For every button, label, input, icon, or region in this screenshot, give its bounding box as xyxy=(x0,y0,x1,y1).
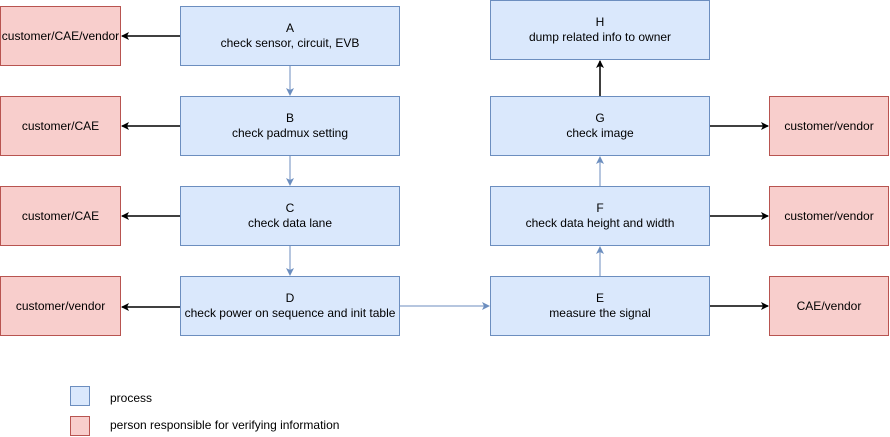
process-node-c: C check data lane xyxy=(180,186,400,246)
responsible-node-e-label: CAE/vendor xyxy=(796,298,862,313)
process-node-f-text: check data height and width xyxy=(525,216,675,230)
process-node-b: B check padmux setting xyxy=(180,96,400,156)
process-node-b-letter: B xyxy=(285,111,294,125)
responsible-node-e: CAE/vendor xyxy=(769,276,889,336)
process-node-c-text: check data lane xyxy=(247,216,333,230)
responsible-node-d: customer/vendor xyxy=(0,276,121,336)
process-node-b-text: check padmux setting xyxy=(231,126,349,140)
legend-person-label: person responsible for verifying informa… xyxy=(110,418,340,432)
responsible-node-c: customer/CAE xyxy=(0,186,121,246)
process-node-f: F check data height and width xyxy=(490,186,710,246)
responsible-node-g-label: customer/vendor xyxy=(784,118,874,133)
responsible-node-b: customer/CAE xyxy=(0,96,121,156)
process-node-d: D check power on sequence and init table xyxy=(180,276,400,336)
responsible-node-c-label: customer/CAE xyxy=(21,208,100,223)
responsible-node-g: customer/vendor xyxy=(769,96,889,156)
process-node-a-text: check sensor, circuit, EVB xyxy=(220,36,360,50)
responsible-node-b-label: customer/CAE xyxy=(21,118,100,133)
process-node-c-letter: C xyxy=(285,201,295,215)
process-node-g: G check image xyxy=(490,96,710,156)
process-node-e-letter: E xyxy=(595,291,604,305)
process-node-a: A check sensor, circuit, EVB xyxy=(180,6,400,66)
process-node-h-letter: H xyxy=(595,15,605,29)
responsible-node-d-label: customer/vendor xyxy=(15,298,106,313)
responsible-node-f-label: customer/vendor xyxy=(784,208,874,223)
responsible-node-a-label: customer/CAE/vendor xyxy=(1,28,120,43)
process-node-h: H dump related info to owner xyxy=(490,0,710,60)
responsible-node-f: customer/vendor xyxy=(769,186,889,246)
process-node-d-letter: D xyxy=(285,291,295,305)
process-node-d-text: check power on sequence and init table xyxy=(184,306,396,320)
legend-process-label: process xyxy=(110,391,153,405)
process-node-f-letter: F xyxy=(596,201,604,215)
process-node-g-letter: G xyxy=(595,111,605,125)
process-node-a-letter: A xyxy=(285,21,294,35)
process-node-h-text: dump related info to owner xyxy=(528,30,672,44)
responsible-node-a: customer/CAE/vendor xyxy=(0,6,121,66)
process-node-e-text: measure the signal xyxy=(549,306,651,320)
legend-person-swatch xyxy=(70,416,90,436)
process-node-g-text: check image xyxy=(566,126,634,140)
process-node-e: E measure the signal xyxy=(490,276,710,336)
legend-process-swatch xyxy=(70,386,90,406)
